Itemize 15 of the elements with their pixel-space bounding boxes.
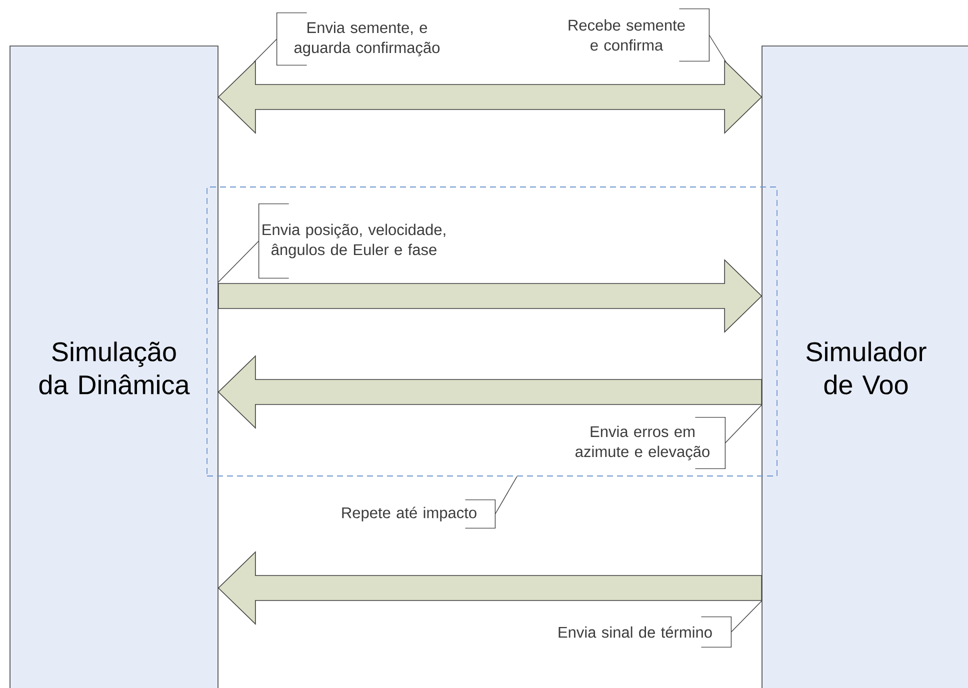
callout: Repete até impacto <box>342 499 496 529</box>
block-arrow <box>218 259 762 333</box>
dashed-loop-box <box>206 186 778 476</box>
block-arrow <box>218 551 762 625</box>
callout: Envia erros em azimute e elevação <box>576 416 726 470</box>
callout: Envia posição, velocidade, ângulos de Euler e fase <box>258 203 446 279</box>
lane-box: Simulador de Voo <box>762 46 968 688</box>
callout: Envia sinal de término <box>558 616 732 648</box>
leader-line <box>708 34 726 62</box>
block-arrow <box>218 355 762 429</box>
leader-line <box>254 38 278 62</box>
leader-line <box>494 476 518 514</box>
callout: Recebe semente e confirma <box>568 8 710 62</box>
lane-box: Simulação da Dinâmica <box>10 46 218 688</box>
callout: Envia semente, e aguarda confirmação <box>276 12 440 66</box>
